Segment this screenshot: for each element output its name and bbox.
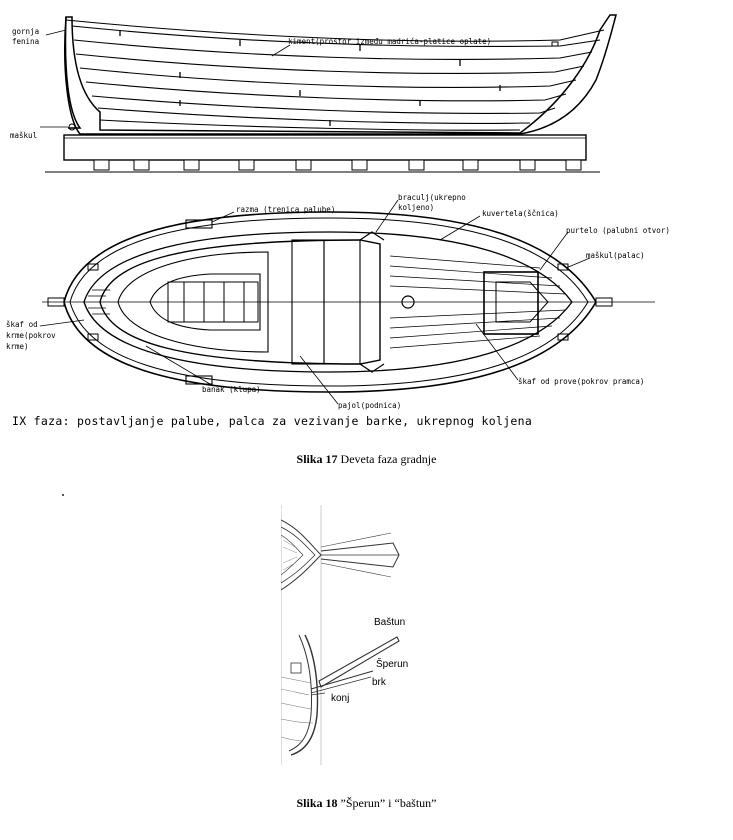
figure-17-caption: Slika 17 Deveta faza gradnje [0,452,733,467]
label-gornja-line2: fenina [12,37,39,46]
label-skaf-prove: škaf od prove(pokrov pramca) [518,377,644,386]
label-kuvertela: kuvertela(ščnica) [482,209,559,218]
label-brk: brk [372,677,387,688]
label-kiment: kiment(prostor između madrića-platice op… [288,37,491,46]
label-gornja-line1: gornja [12,27,39,36]
label-purtelo: purtelo (palubni otvor) [566,226,670,235]
label-braculj-line2: koljeno) [398,203,434,212]
label-bastun: Baštun [374,617,405,628]
figure-18-caption-number: Slika 18 [296,796,338,810]
label-maskul-palac: maškul(palac) [586,251,645,260]
label-skaf-krme-line2: krme(pokrov [6,331,56,340]
side-view-hull [40,14,617,173]
label-skaf-krme-line1: škaf od [6,320,38,329]
figure-17-caption-number: Slika 17 [296,452,338,466]
label-maskul: maškul [10,131,37,140]
label-pajol: pajol(podnica) [338,401,401,410]
figure-18-caption: Slika 18 ”Šperun” i “baštun” [0,796,733,811]
plan-view-hull [39,199,655,405]
figure-18-sperun-bastun-drawing: Baštun Šperun brk konj [281,505,408,765]
label-konj: konj [331,693,349,704]
label-razma: razma (trenica palube) [236,205,335,214]
label-sperun: Šperun [376,657,408,670]
label-banak: banak (klupa) [202,385,261,394]
figure-18-caption-text: ”Šperun” i “baštun” [337,796,437,810]
label-braculj-line1: braculj(ukrepno [398,193,466,202]
figure-17-caption-text: Deveta faza gradnje [337,452,437,466]
phase-note: IX faza: postavljanje palube, palca za v… [12,414,532,428]
figure-17-boat-drawings: gornja fenina maškul kiment(prostor izme… [6,14,670,428]
stray-dot [62,494,64,496]
label-skaf-krme-line3: krme) [6,342,29,351]
